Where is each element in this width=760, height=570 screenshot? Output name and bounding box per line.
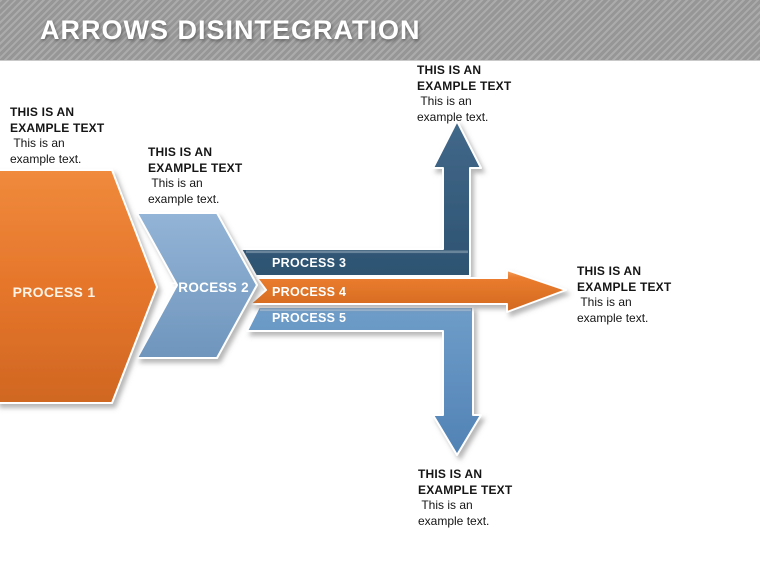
annotation-heading: EXAMPLE TEXT	[417, 78, 512, 93]
annotation-body: example text.	[417, 109, 489, 124]
page-title: ARROWS DISINTEGRATION	[40, 14, 421, 45]
process1-chevron[interactable]	[0, 169, 158, 404]
process4-right-arrow[interactable]	[249, 269, 567, 313]
process3-bar-highlight	[246, 250, 468, 254]
annotation-heading: THIS IS AN	[417, 63, 482, 77]
annotation-body: This is an	[418, 498, 473, 512]
process5-down-arrow[interactable]	[246, 306, 482, 456]
process2-chevron[interactable]	[136, 212, 258, 359]
annotation-heading: EXAMPLE TEXT	[148, 160, 243, 175]
annotation-body: example text.	[148, 191, 220, 206]
annotation-body: This is an	[577, 295, 632, 309]
annotation-heading: THIS IS AN	[10, 105, 75, 119]
annotation-body: example text.	[418, 513, 490, 528]
annotation-heading: EXAMPLE TEXT	[418, 482, 513, 497]
annotation-heading: EXAMPLE TEXT	[577, 279, 672, 294]
process2-label: PROCESS 2	[169, 280, 249, 295]
annotation-heading: THIS IS AN	[148, 145, 213, 159]
process5-label: PROCESS 5	[272, 311, 346, 325]
annotation-down-arrow: THIS IS AN EXAMPLE TEXT This is an examp…	[418, 467, 536, 529]
annotation-process1: THIS IS AN EXAMPLE TEXT This is an examp…	[10, 105, 128, 167]
annotation-body: This is an	[148, 176, 203, 190]
annotation-process2: THIS IS AN EXAMPLE TEXT This is an examp…	[148, 145, 266, 207]
annotation-up-arrow: THIS IS AN EXAMPLE TEXT This is an examp…	[417, 63, 535, 125]
process3-label: PROCESS 3	[272, 256, 346, 270]
annotation-right-arrow: THIS IS AN EXAMPLE TEXT This is an examp…	[577, 264, 695, 326]
annotation-heading: EXAMPLE TEXT	[10, 120, 105, 135]
annotation-heading: THIS IS AN	[418, 467, 483, 481]
arrows-diagram: PROCESS 1 PROCESS 2 PROCESS 3 PROCESS 4 …	[0, 120, 567, 456]
annotation-body: This is an	[417, 94, 472, 108]
annotation-body: example text.	[577, 310, 649, 325]
annotation-heading: THIS IS AN	[577, 264, 642, 278]
process3-up-arrow[interactable]	[240, 120, 482, 277]
slide-title-bar: ARROWS DISINTEGRATION	[0, 0, 760, 61]
process5-bar-highlight	[260, 308, 471, 312]
process4-label: PROCESS 4	[272, 285, 346, 299]
process1-label: PROCESS 1	[13, 284, 96, 300]
annotation-body: This is an	[10, 136, 65, 150]
annotation-body: example text.	[10, 151, 82, 166]
